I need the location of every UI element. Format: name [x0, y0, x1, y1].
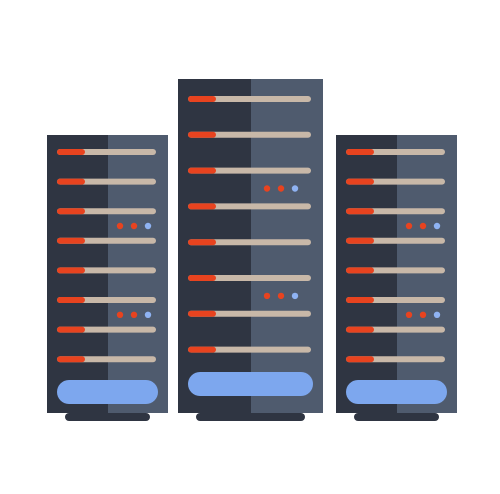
- rack-slot-accent: [57, 237, 85, 244]
- rack-frame-left: [178, 79, 251, 413]
- status-led: [144, 222, 152, 230]
- rack-base: [65, 413, 150, 421]
- rack-slot: [188, 346, 311, 353]
- status-led: [291, 292, 299, 300]
- status-led: [144, 311, 152, 318]
- status-led: [433, 311, 441, 318]
- status-led: [291, 185, 299, 192]
- rack-display-panel: [57, 380, 158, 404]
- rack-frame-right: [108, 135, 168, 413]
- rack-slot-accent: [188, 167, 216, 174]
- rack-base: [196, 413, 305, 421]
- status-led: [116, 222, 124, 230]
- rack-slot-accent: [188, 96, 216, 102]
- server-rack-1: [47, 135, 168, 421]
- rack-slot-accent: [57, 149, 85, 155]
- status-led: [419, 222, 427, 230]
- rack-slot: [188, 275, 311, 281]
- rack-slot-accent: [57, 326, 85, 333]
- rack-slot-accent: [346, 297, 374, 303]
- status-led: [405, 311, 413, 318]
- rack-slot: [188, 131, 311, 138]
- rack-slot: [188, 310, 311, 317]
- rack-slot-accent: [346, 237, 374, 244]
- rack-base: [354, 413, 439, 421]
- status-led: [130, 311, 138, 318]
- rack-slot-accent: [57, 267, 85, 274]
- rack-frame-right: [397, 135, 457, 413]
- rack-slot-accent: [57, 178, 85, 185]
- status-led: [263, 292, 271, 300]
- rack-slot-accent: [188, 131, 216, 138]
- rack-slot-accent: [188, 346, 216, 353]
- rack-slot: [188, 203, 311, 210]
- rack-slot-accent: [188, 275, 216, 281]
- rack-slot-accent: [346, 267, 374, 274]
- rack-display-panel: [346, 380, 447, 404]
- rack-slot-accent: [346, 356, 374, 363]
- rack-slot: [188, 167, 311, 174]
- rack-frame-right: [251, 79, 323, 413]
- status-led: [405, 222, 413, 230]
- rack-frame-left: [336, 135, 397, 413]
- rack-display-panel: [188, 372, 313, 396]
- rack-slot: [188, 239, 311, 246]
- server-rack-3: [336, 135, 457, 421]
- status-led: [116, 311, 124, 318]
- rack-slot: [188, 96, 311, 102]
- status-led: [130, 222, 138, 230]
- status-led: [419, 311, 427, 318]
- status-led: [277, 292, 285, 300]
- rack-slot-accent: [188, 239, 216, 246]
- rack-slot-accent: [57, 356, 85, 363]
- status-led: [433, 222, 441, 230]
- rack-slot-accent: [346, 149, 374, 155]
- rack-slot-accent: [188, 203, 216, 210]
- rack-slot-accent: [57, 297, 85, 303]
- rack-slot-accent: [188, 310, 216, 317]
- status-led: [277, 185, 285, 192]
- rack-slot-accent: [346, 326, 374, 333]
- rack-frame-left: [47, 135, 108, 413]
- rack-slot-accent: [57, 208, 85, 215]
- rack-slot-accent: [346, 178, 374, 185]
- status-led: [263, 185, 271, 192]
- rack-slot-accent: [346, 208, 374, 215]
- server-rack-2: [178, 79, 323, 421]
